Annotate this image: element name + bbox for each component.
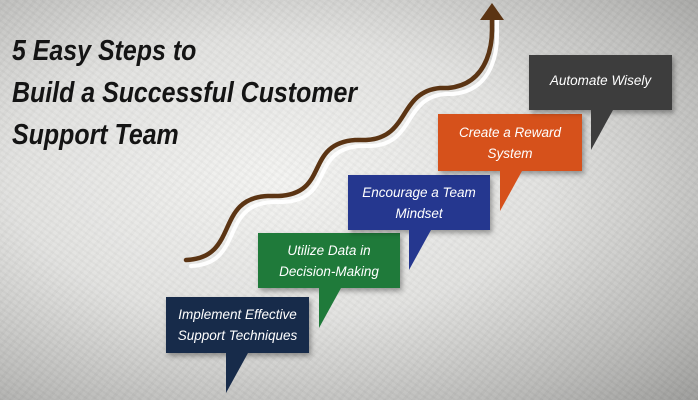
step-3-label: Encourage a Team Mindset: [362, 184, 476, 221]
step-5-label: Automate Wisely: [549, 73, 652, 88]
title-line-1: 5 Easy Steps to: [12, 35, 197, 67]
step-3-tail: [409, 230, 431, 270]
arrow-up-icon: [480, 3, 504, 20]
step-2-box: Utilize Data in Decision-Making: [258, 233, 400, 288]
staircase-line: [183, 9, 495, 263]
step-2-tail: [319, 288, 341, 328]
step-1-label: Implement Effective Support Techniques: [177, 307, 298, 343]
title-line-2: Build a Successful Customer: [12, 77, 358, 109]
title-line-3: Support Team: [12, 119, 179, 151]
page-title: 5 Easy Steps to Build a Successful Custo…: [12, 30, 373, 156]
step-5-box: Automate Wisely: [529, 55, 672, 110]
step-1-tail: [226, 353, 248, 393]
step-3-box: Encourage a Team Mindset: [348, 175, 490, 230]
step-5-tail: [591, 110, 613, 150]
staircase-shadow: [189, 14, 499, 268]
step-4-tail: [500, 171, 522, 211]
step-4-label: Create a Reward System: [458, 124, 562, 161]
step-2-label: Utilize Data in Decision-Making: [279, 242, 379, 279]
step-4-box: Create a Reward System: [438, 114, 582, 171]
step-1-box: Implement Effective Support Techniques: [166, 297, 309, 353]
